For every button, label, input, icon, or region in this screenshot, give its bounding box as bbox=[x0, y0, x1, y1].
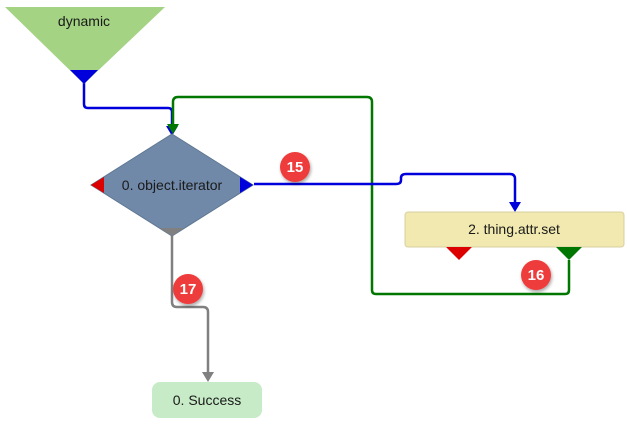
iterator-left-port[interactable] bbox=[91, 177, 104, 193]
arrowhead bbox=[509, 202, 521, 212]
start-output-port[interactable] bbox=[70, 70, 98, 84]
start-node-label: dynamic bbox=[58, 13, 110, 29]
set-success-port[interactable] bbox=[556, 247, 582, 260]
badge-16-label: 16 bbox=[528, 267, 545, 284]
badge-15-label: 15 bbox=[287, 159, 304, 176]
iterator-node-label: 0. object.iterator bbox=[122, 177, 223, 193]
set-node[interactable]: 2. thing.attr.set bbox=[404, 211, 625, 260]
badge-17-label: 17 bbox=[180, 281, 197, 298]
set-node-label: 2. thing.attr.set bbox=[468, 221, 560, 237]
iterator-node[interactable]: 0. object.iterator bbox=[90, 133, 254, 237]
arrowhead bbox=[202, 372, 214, 382]
connector-15-iterator-to-set[interactable] bbox=[254, 172, 521, 212]
connector-start-to-iterator[interactable] bbox=[82, 82, 178, 136]
iterator-right-port[interactable] bbox=[240, 177, 253, 193]
iterator-bottom-port[interactable] bbox=[160, 228, 184, 236]
connector-17-iterator-to-success[interactable] bbox=[170, 234, 214, 382]
connector-16-loop-to-iterator[interactable] bbox=[167, 95, 571, 296]
set-failure-port[interactable] bbox=[446, 247, 472, 260]
badge-15[interactable]: 15 bbox=[280, 152, 310, 182]
arrowhead bbox=[167, 124, 179, 134]
badge-17[interactable]: 17 bbox=[173, 274, 203, 304]
badge-16[interactable]: 16 bbox=[521, 260, 551, 290]
success-node-label: 0. Success bbox=[173, 392, 241, 408]
success-node[interactable]: 0. Success bbox=[152, 382, 262, 418]
start-node[interactable]: dynamic bbox=[5, 7, 165, 84]
